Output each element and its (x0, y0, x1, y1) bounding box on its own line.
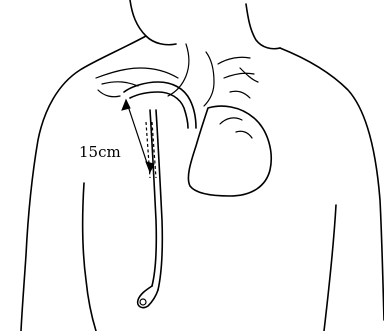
port-reservoir (138, 286, 158, 308)
measurement-label: 15cm (79, 143, 121, 161)
heart (188, 106, 271, 196)
vein-path (124, 82, 196, 128)
clavicles (96, 44, 258, 106)
neck-outline (130, 0, 280, 49)
torso-outline (21, 36, 384, 331)
catheter-tube (146, 110, 162, 290)
